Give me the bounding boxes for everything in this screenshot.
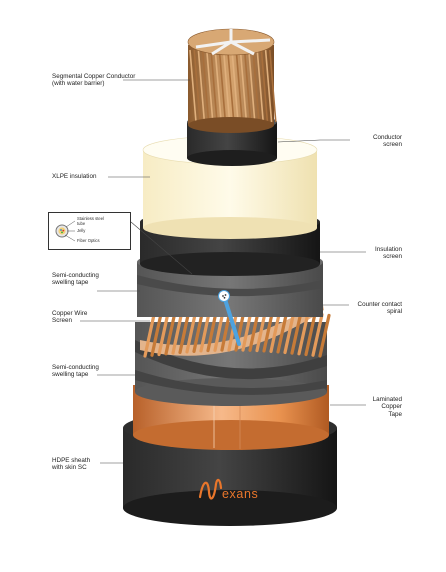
fiber-optic-inset: Stainless steel tube Jelly Fiber Optics bbox=[48, 212, 131, 250]
leader-lines bbox=[80, 79, 366, 464]
conductor-strand bbox=[243, 49, 252, 123]
conductor-strand bbox=[235, 49, 243, 123]
nexans-logo-mark bbox=[198, 478, 223, 500]
copper-wire bbox=[150, 312, 163, 357]
copper-wire bbox=[304, 312, 317, 357]
conductor-strand bbox=[260, 49, 269, 123]
nexans-logo-text: exans bbox=[222, 487, 259, 501]
conductor-strand bbox=[269, 49, 277, 123]
conductor-strand bbox=[231, 49, 239, 123]
leader-inset bbox=[130, 221, 193, 275]
copper-wire bbox=[311, 313, 324, 357]
label-insulation-screen: Insulation screen bbox=[375, 246, 402, 261]
conductor-strand bbox=[206, 49, 214, 123]
label-semi-tape-lower: Semi-conducting swelling tape bbox=[52, 364, 99, 379]
label-copper-wire-screen: Copper Wire Screen bbox=[52, 310, 88, 325]
copper-wire bbox=[297, 311, 310, 356]
copper-wire bbox=[290, 310, 303, 355]
copper-wire bbox=[171, 309, 184, 355]
conductor-strand bbox=[252, 49, 260, 123]
conductor-strand bbox=[189, 49, 197, 123]
copper-wire bbox=[283, 309, 296, 355]
conductor-strand bbox=[256, 49, 264, 123]
inset-label-jelly: Jelly bbox=[77, 228, 86, 233]
conductor-strand bbox=[210, 49, 218, 123]
conductor-strand bbox=[227, 49, 235, 123]
copper-wire bbox=[143, 313, 156, 358]
copper-wire bbox=[164, 310, 177, 356]
conductor-strand bbox=[201, 49, 210, 123]
segmental-copper-conductor bbox=[187, 28, 277, 133]
label-laminated-copper-tape: Laminated Copper Tape bbox=[372, 396, 402, 418]
conductor-strand bbox=[218, 49, 227, 123]
copper-wire bbox=[157, 311, 170, 357]
inset-label-steel-tube: Stainless steel tube bbox=[77, 216, 104, 226]
conductor-strand bbox=[193, 49, 201, 123]
fiber-icon bbox=[60, 229, 62, 231]
label-xlpe-insulation: XLPE insulation bbox=[52, 173, 97, 180]
conductor-strand bbox=[197, 49, 206, 123]
inset-label-fiber-optics: Fiber Optics bbox=[77, 238, 100, 243]
conductor-strand bbox=[264, 49, 273, 123]
copper-wire bbox=[318, 313, 331, 358]
leader-conductor-screen bbox=[277, 139, 350, 143]
jelly-icon bbox=[58, 227, 66, 235]
conductor-strand bbox=[248, 49, 256, 123]
copper-wire bbox=[276, 309, 289, 354]
label-counter-contact-spiral: Counter contact spiral bbox=[357, 301, 402, 316]
fiber-inset-drawing bbox=[55, 220, 76, 242]
fiber-optic-tube bbox=[218, 290, 241, 346]
label-hdpe-sheath: HDPE sheath with skin SC bbox=[52, 457, 91, 472]
conductor-strand bbox=[214, 49, 222, 123]
label-semi-tape-upper: Semi-conducting swelling tape bbox=[52, 272, 99, 287]
semi-conducting-tape-lower bbox=[135, 322, 327, 406]
copper-wire bbox=[178, 309, 191, 355]
conductor-strand bbox=[222, 49, 231, 123]
label-segmental-conductor: Segmental Copper Conductor (with water b… bbox=[52, 73, 136, 88]
conductor-strand bbox=[239, 49, 248, 123]
label-conductor-screen: Conductor screen bbox=[372, 134, 402, 149]
